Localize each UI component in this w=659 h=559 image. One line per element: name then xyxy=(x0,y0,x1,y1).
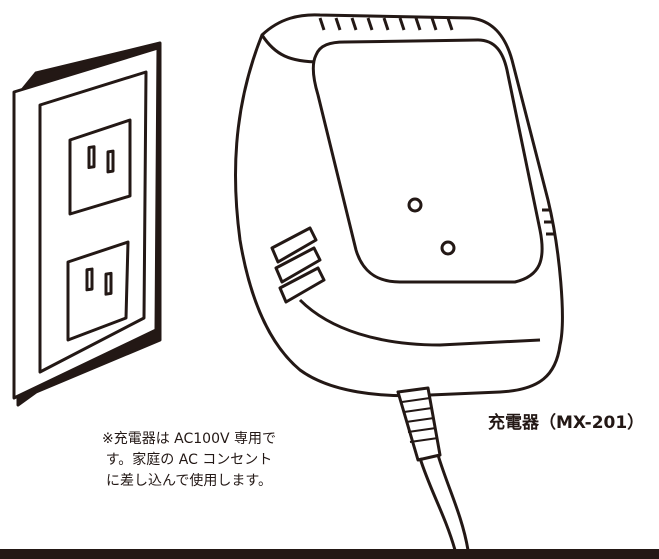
usage-note-line: ※充電器は AC100V 専用で xyxy=(101,431,277,447)
charger-cable xyxy=(418,454,470,551)
socket-lower-slot-left xyxy=(85,267,94,292)
led-indicator-lower xyxy=(440,240,456,256)
socket-lower xyxy=(66,240,130,342)
side-vents xyxy=(270,226,326,304)
charger-front-panel xyxy=(311,38,544,284)
bottom-bar xyxy=(0,549,659,559)
charger-name-label: 充電器（MX-201） xyxy=(488,413,645,433)
socket-lower-slot-right xyxy=(104,271,113,296)
cable-strain-relief xyxy=(396,386,442,462)
top-vents xyxy=(318,17,454,31)
socket-upper-slot-right xyxy=(106,149,115,174)
usage-note-line: す。家庭の AC コンセント xyxy=(105,452,273,468)
side-notches xyxy=(542,208,554,236)
socket-upper xyxy=(68,118,132,216)
charger xyxy=(233,13,564,551)
usage-note: ※充電器は AC100V 専用で す。家庭の AC コンセント に差し込んで使用… xyxy=(58,429,320,492)
usage-note-line: に差し込んで使用します。 xyxy=(106,473,272,489)
wall-outlet xyxy=(12,41,162,407)
socket-upper-slot-left xyxy=(87,145,96,170)
led-indicator-upper xyxy=(407,197,423,213)
